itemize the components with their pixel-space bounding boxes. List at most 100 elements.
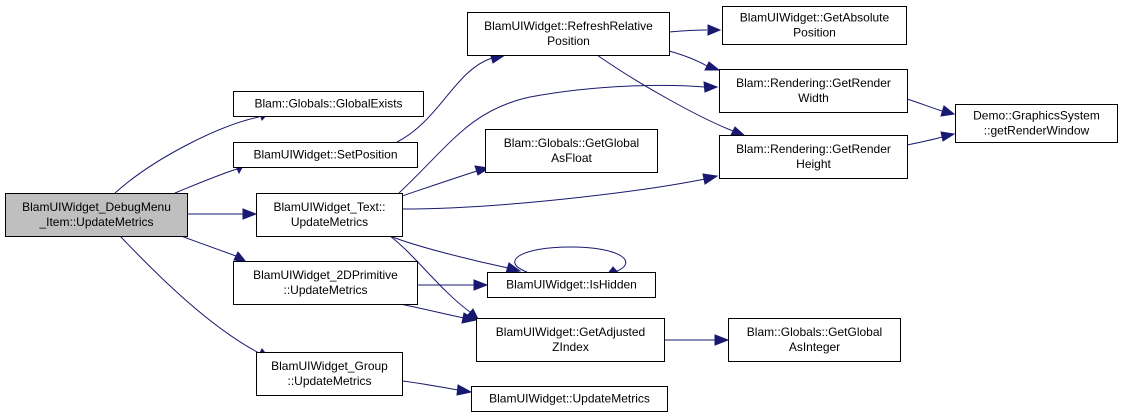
edge-line (114, 116, 260, 194)
node-label-line: BlamUIWidget::RefreshRelative (484, 19, 653, 33)
node-label-line: UpdateMetrics (291, 215, 368, 229)
arrowhead (707, 24, 722, 36)
edge-text_update-to-render_height (401, 173, 719, 210)
node-label-line: BlamUIWidget::UpdateMetrics (489, 392, 650, 406)
edge-line (180, 235, 237, 257)
node-box[interactable] (5, 193, 188, 237)
edge-is_hidden-to-is_hidden (514, 246, 627, 277)
edge-group_update-to-widget_update (401, 380, 473, 396)
node-root[interactable]: BlamUIWidget_DebugMenu_Item::UpdateMetri… (5, 193, 188, 237)
node-label-line: Blam::Globals::GlobalExists (254, 97, 402, 111)
node-label-line: ::UpdateMetrics (287, 374, 371, 388)
edge-line (906, 136, 943, 146)
node-label-line: BlamUIWidget::GetAbsolute (740, 11, 890, 25)
edge-line (119, 235, 260, 354)
node-label-line: BlamUIWidget_Text:: (273, 200, 385, 214)
node-box[interactable] (719, 135, 908, 179)
node-box[interactable] (722, 6, 907, 45)
node-label-line: BlamUIWidget::GetAdjusted (496, 325, 645, 339)
node-box[interactable] (476, 318, 665, 362)
edge-text_update-to-get_float (398, 165, 491, 198)
edge-line (401, 178, 706, 210)
node-label-line: Blam::Rendering::GetRender (736, 142, 891, 156)
edge-render_width-to-render_window (906, 98, 956, 117)
node-label-line: AsInteger (789, 340, 840, 354)
node-is_hidden[interactable]: BlamUIWidget::IsHidden (487, 272, 656, 298)
arrowhead (730, 126, 747, 137)
node-label-line: Position (793, 26, 836, 40)
node-box[interactable] (728, 318, 901, 362)
node-box[interactable] (256, 352, 403, 396)
edge-line (514, 246, 627, 273)
arrowhead (714, 334, 730, 346)
node-label-line: BlamUIWidget::SetPosition (253, 148, 397, 162)
arrowhead (940, 131, 956, 142)
arrowhead (233, 251, 248, 263)
node-widget_update[interactable]: BlamUIWidget::UpdateMetrics (471, 386, 668, 412)
arrowhead (461, 312, 478, 324)
node-label-line: Position (547, 34, 590, 48)
edge-line (668, 50, 708, 67)
node-box[interactable] (233, 91, 424, 117)
node-label-line: Width (798, 91, 829, 105)
node-box[interactable] (719, 69, 908, 113)
edge-line (396, 57, 493, 143)
arrowhead (505, 262, 522, 274)
arrowhead (940, 105, 956, 117)
edge-line (596, 54, 734, 132)
node-box[interactable] (256, 193, 403, 237)
edge-line (668, 29, 708, 33)
edge-text_update-to-render_width (398, 81, 719, 194)
nodes-layer: BlamUIWidget_DebugMenu_Item::UpdateMetri… (5, 6, 1118, 412)
node-box[interactable] (467, 12, 670, 56)
node-render_window[interactable]: Demo::GraphicsSystem::getRenderWindow (955, 104, 1118, 143)
node-label-line: Blam::Globals::GetGlobal (747, 325, 882, 339)
node-group_update[interactable]: BlamUIWidget_Group::UpdateMetrics (256, 352, 403, 396)
node-label-line: BlamUIWidget_DebugMenu (22, 200, 171, 214)
edge-line (398, 170, 478, 198)
node-label-line: Blam::Globals::GetGlobal (504, 136, 639, 150)
edge-line (401, 380, 459, 391)
node-global_exists[interactable]: Blam::Globals::GlobalExists (233, 91, 424, 117)
edge-root-to-prim_update (180, 235, 248, 263)
node-label-line: ZIndex (552, 340, 589, 354)
node-set_position[interactable]: BlamUIWidget::SetPosition (233, 142, 418, 168)
node-label-line: _Item::UpdateMetrics (38, 215, 153, 229)
edge-render_height-to-render_window (906, 131, 956, 146)
edge-root-to-text_update (187, 208, 258, 220)
node-label-line: Demo::GraphicsSystem (973, 109, 1100, 123)
arrowhead (242, 208, 258, 220)
node-box[interactable] (233, 142, 418, 168)
arrowhead (704, 61, 721, 71)
node-box[interactable] (487, 272, 656, 298)
edge-line (174, 168, 238, 194)
arrowhead (456, 384, 473, 396)
edge-get_zindex-to-get_int (664, 334, 730, 346)
arrowhead (473, 279, 489, 291)
node-label-line: Height (796, 157, 831, 171)
node-label-line: BlamUIWidget::IsHidden (506, 278, 637, 292)
node-label-line: ::UpdateMetrics (283, 283, 367, 297)
node-label-line: BlamUIWidget_2DPrimitive (253, 268, 398, 282)
arrowhead (703, 81, 719, 93)
node-box[interactable] (471, 386, 668, 412)
node-box[interactable] (955, 104, 1118, 143)
edge-line (389, 235, 471, 313)
node-box[interactable] (233, 261, 418, 305)
node-prim_update[interactable]: BlamUIWidget_2DPrimitive::UpdateMetrics (233, 261, 418, 305)
node-box[interactable] (485, 129, 658, 173)
node-label-line: AsFloat (551, 151, 592, 165)
edge-line (398, 84, 706, 194)
edge-line (389, 235, 509, 269)
node-text_update[interactable]: BlamUIWidget_Text::UpdateMetrics (256, 193, 403, 237)
edge-line (906, 98, 943, 112)
edge-refresh_rel-to-get_abs (668, 24, 722, 36)
